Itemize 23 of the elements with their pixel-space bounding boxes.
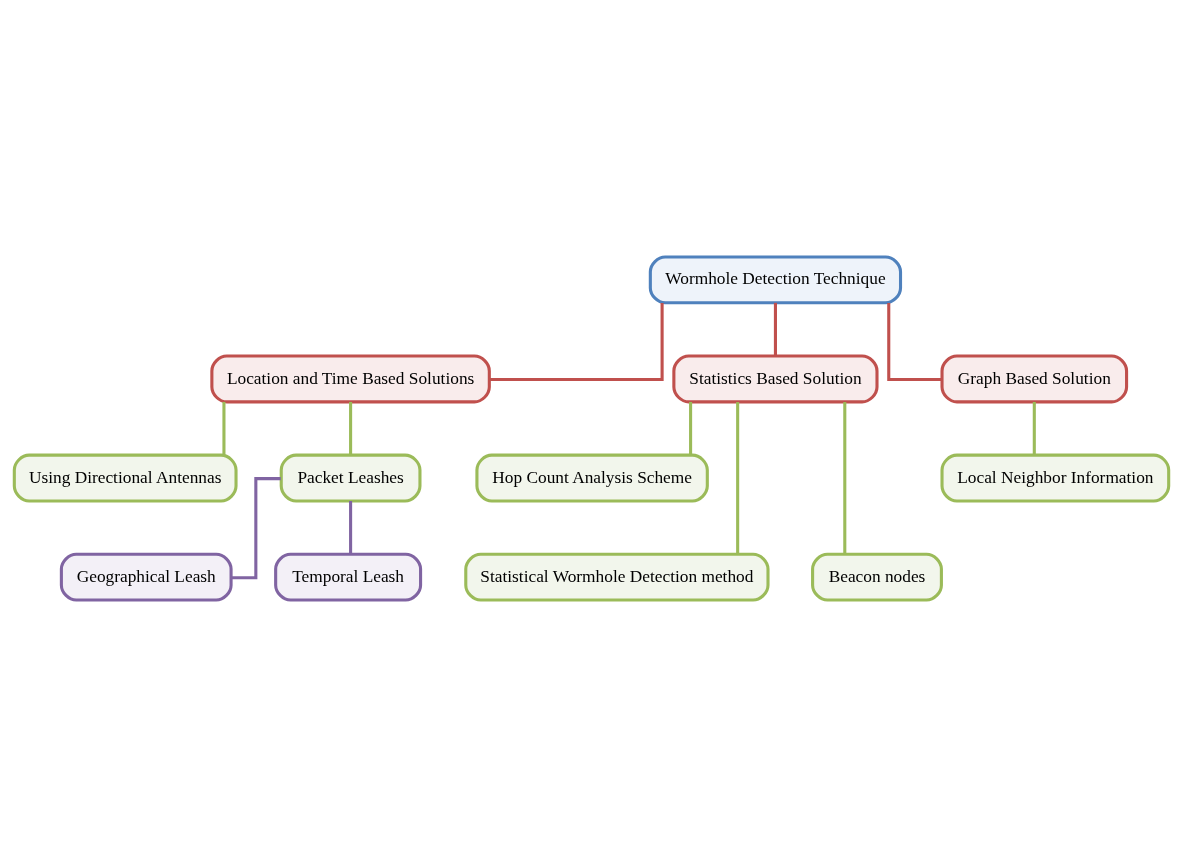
connector bbox=[773, 302, 777, 356]
node-box: Geographical Leash bbox=[59, 552, 233, 602]
node-box: Statistical Wormhole Detection method bbox=[464, 552, 770, 602]
connector bbox=[231, 476, 281, 579]
node-box: Local Neighbor Information bbox=[940, 453, 1171, 502]
connector bbox=[689, 401, 693, 455]
node-box: Using Directional Antennas bbox=[12, 453, 238, 502]
connector bbox=[843, 401, 847, 554]
connector bbox=[222, 401, 226, 455]
node-box: Packet Leashes bbox=[279, 453, 422, 502]
connector bbox=[349, 401, 353, 455]
connector bbox=[489, 302, 664, 381]
connector bbox=[887, 302, 942, 381]
connector bbox=[1032, 401, 1036, 455]
node-box: Graph Based Solution bbox=[940, 354, 1129, 403]
node-box: Hop Count Analysis Scheme bbox=[475, 453, 709, 502]
node-box: Temporal Leash bbox=[274, 552, 423, 602]
node-box: Location and Time Based Solutions bbox=[210, 354, 491, 403]
connector bbox=[736, 401, 740, 554]
node-box: Wormhole Detection Technique bbox=[648, 254, 903, 304]
node-box: Statistics Based Solution bbox=[672, 354, 879, 403]
node-box: Beacon nodes bbox=[811, 552, 943, 602]
connector bbox=[349, 500, 353, 554]
